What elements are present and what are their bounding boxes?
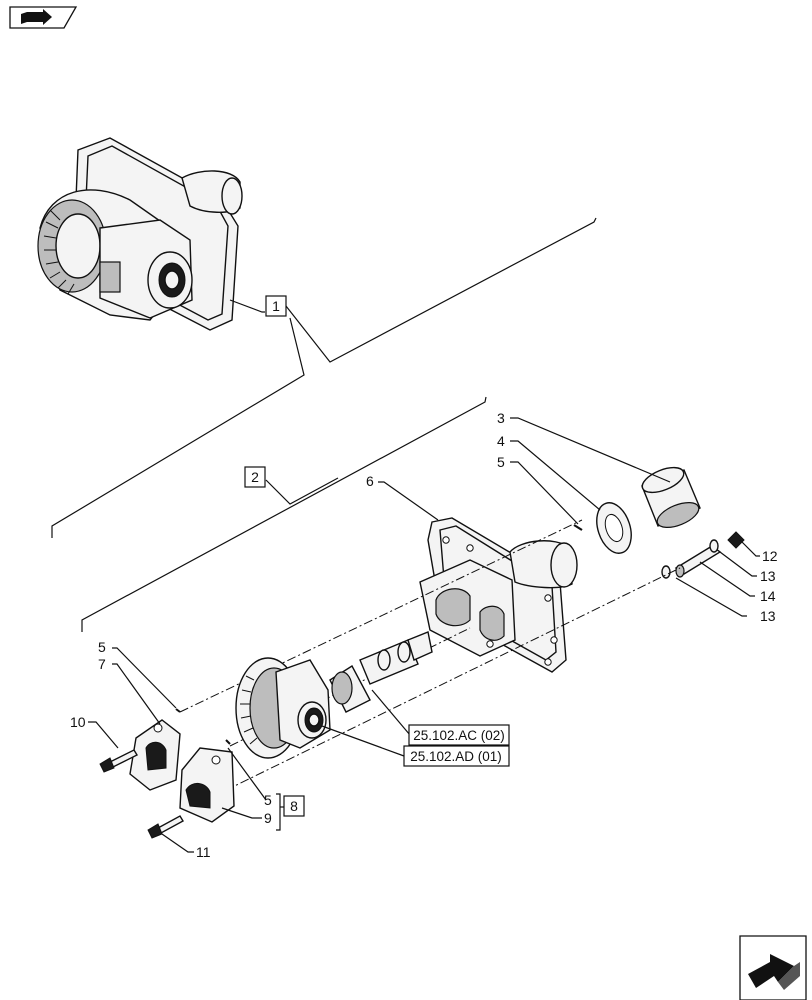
pin-part-5-top	[573, 524, 583, 531]
callout-11: 11	[196, 844, 211, 860]
next-page-arrow-icon[interactable]	[739, 935, 807, 1000]
plug-part-12	[727, 531, 745, 549]
callout-12: 12	[762, 548, 778, 564]
callout-13-right-lower: 13	[760, 608, 776, 624]
pin-part-5-lower	[225, 739, 231, 745]
assembled-differential-illustration	[37, 137, 243, 331]
callout-6: 6	[366, 473, 374, 489]
callout-10: 10	[70, 714, 86, 730]
pinion-assembly	[329, 631, 433, 713]
callout-9: 9	[264, 810, 272, 826]
callout-4: 4	[497, 433, 505, 449]
ref-25-102-ad[interactable]: 25.102.AD (01)	[410, 749, 502, 764]
callout-8: 8	[290, 798, 298, 814]
washer-part-4	[596, 502, 632, 554]
callout-2: 2	[251, 469, 259, 485]
bush-part-3	[641, 466, 701, 529]
bolt-part-10	[99, 749, 138, 773]
callout-14: 14	[760, 588, 776, 604]
callout-3: 3	[497, 410, 505, 426]
bolt-part-11	[147, 815, 184, 839]
callout-5-top: 5	[497, 454, 505, 470]
housing-part-6	[419, 517, 578, 673]
book-arrow-icon[interactable]	[9, 6, 78, 29]
bearing-cap-part-9	[179, 747, 235, 823]
bearing-cap-part-7	[129, 719, 181, 791]
callout-1: 1	[272, 298, 280, 314]
callout-5-left: 5	[98, 639, 106, 655]
callout-5-lower: 5	[264, 792, 272, 808]
seal-ring-13-lower	[661, 565, 671, 579]
seal-ring-13-upper	[709, 539, 719, 553]
ref-25-102-ac[interactable]: 25.102.AC (02)	[413, 728, 505, 743]
callout-7: 7	[98, 656, 106, 672]
callout-13-right-upper: 13	[760, 568, 776, 584]
pin-part-5-left	[175, 708, 181, 713]
crown-wheel-assembly	[235, 657, 331, 759]
